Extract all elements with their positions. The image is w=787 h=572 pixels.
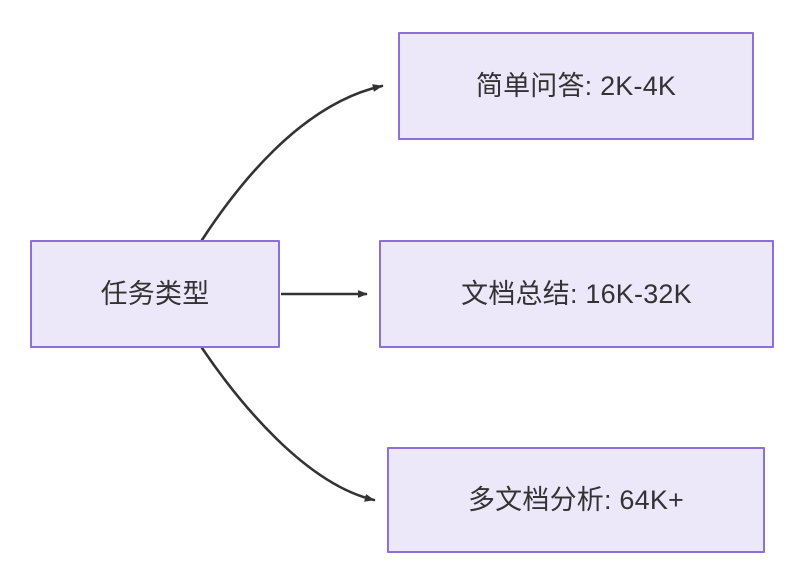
node-task-type-label: 任务类型: [100, 278, 210, 309]
edge-root-to-simple-qa: [200, 84, 384, 242]
node-multidoc-analysis[interactable]: 多文档分析: 64K+: [387, 447, 765, 553]
node-simple-qa[interactable]: 简单问答: 2K-4K: [398, 32, 754, 140]
node-simple-qa-label: 简单问答: 2K-4K: [475, 70, 677, 101]
node-doc-summary[interactable]: 文档总结: 16K-32K: [379, 240, 774, 348]
edge-root-to-multidoc: [200, 346, 376, 502]
node-multidoc-analysis-label: 多文档分析: 64K+: [467, 484, 684, 515]
node-doc-summary-label: 文档总结: 16K-32K: [461, 278, 692, 309]
node-task-type[interactable]: 任务类型: [30, 240, 280, 348]
